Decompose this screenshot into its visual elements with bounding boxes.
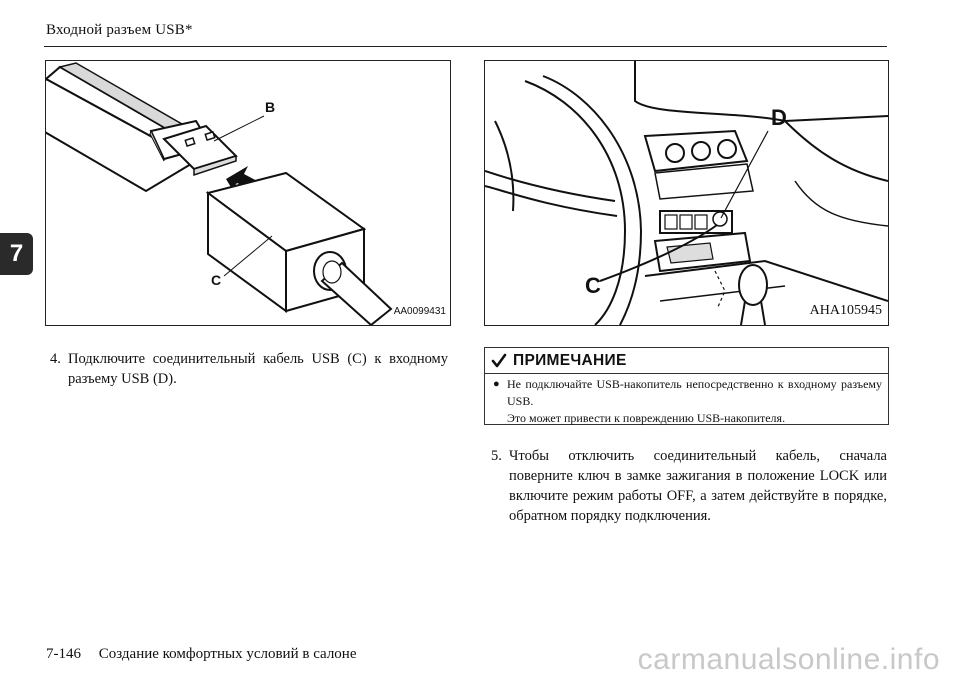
- figure-code: AHA105945: [809, 303, 882, 318]
- step-number: 5.: [491, 448, 502, 464]
- label-c: C: [585, 273, 601, 298]
- step-number: 4.: [50, 351, 61, 367]
- header-divider: [44, 46, 887, 47]
- note-text: Не подключайте USB-накопитель непосредст…: [507, 377, 882, 408]
- usb-cable-figure: B C AA0099431: [45, 60, 451, 326]
- step-text: Подключите соединительный кабель USB (C)…: [68, 351, 448, 387]
- note-box: ПРИМЕЧАНИЕ ● Не подключайте USB-накопите…: [484, 347, 889, 425]
- note-check-icon: [491, 353, 507, 367]
- bullet-icon: ●: [493, 378, 500, 390]
- dashboard-console-icon: [485, 61, 888, 325]
- note-body: ● Не подключайте USB-накопитель непосред…: [493, 376, 882, 427]
- steering-wheel-icon: [485, 75, 643, 325]
- footer-section-title: Создание комфортных условий в салоне: [98, 646, 357, 662]
- usb-port-icon: [712, 211, 728, 227]
- usb-plug-icon: [46, 62, 265, 193]
- step-text: Чтобы отключить соединительный кабель, с…: [509, 448, 887, 524]
- step-5: 5. Чтобы отключить соединительный кабель…: [491, 446, 887, 526]
- chapter-number: 7: [9, 240, 24, 267]
- label-c: C: [211, 272, 222, 288]
- step-4: 4. Подключите соединительный кабель USB …: [50, 349, 448, 389]
- note-text-secondary: Это может привести к повреждению USB-нак…: [507, 411, 786, 425]
- figure-code: AA0099431: [393, 306, 446, 317]
- usb-connector-icon: [205, 166, 393, 325]
- note-title: ПРИМЕЧАНИЕ: [513, 351, 627, 369]
- note-header: ПРИМЕЧАНИЕ: [485, 348, 888, 374]
- page-number: 7-146: [46, 646, 81, 662]
- page-footer: 7-146 Создание комфортных условий в сало…: [46, 646, 357, 663]
- page-header-title: Входной разъем USB*: [46, 22, 193, 38]
- label-d: D: [771, 105, 787, 130]
- label-b: B: [265, 99, 276, 115]
- dashboard-figure: D C AHA105945: [484, 60, 889, 326]
- watermark: carmanualsonline.info: [637, 643, 940, 676]
- chapter-tab: 7: [0, 233, 33, 275]
